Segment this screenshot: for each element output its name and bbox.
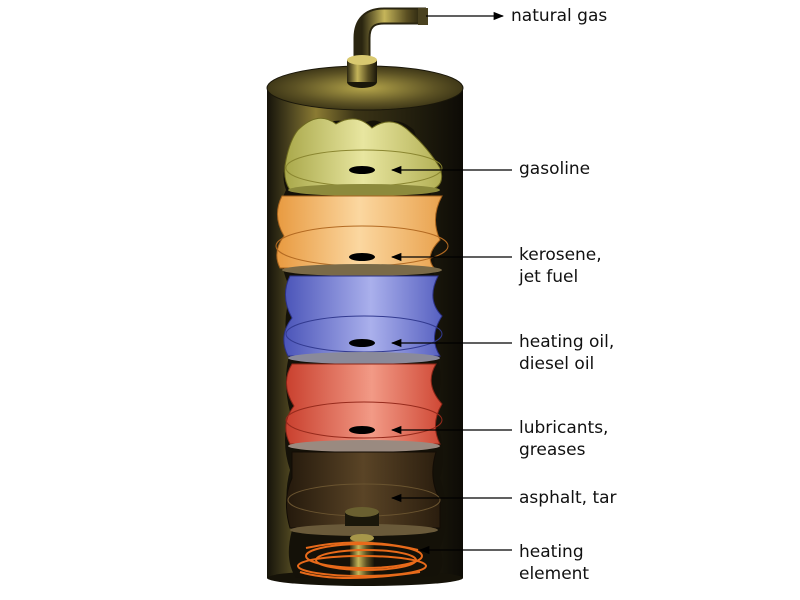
- asphalt-text: asphalt, tar: [519, 488, 617, 508]
- lubricants-text-line2: greases: [519, 440, 586, 460]
- heating-element-text-line2: element: [519, 564, 590, 584]
- asphalt-label: asphalt, tar: [519, 487, 617, 509]
- natural-gas-text: natural gas: [511, 6, 608, 26]
- lubricants-text-line1: lubricants,: [519, 418, 609, 438]
- kerosene-layer: [275, 195, 449, 276]
- lubricants-layer: [285, 363, 443, 452]
- kerosene-text-line1: kerosene,: [519, 245, 602, 265]
- heating-oil-label: heating oil, diesel oil: [519, 331, 614, 375]
- heating-oil-tray-outlet: [349, 339, 375, 347]
- gasoline-label: gasoline: [519, 158, 590, 180]
- heating-oil-text-line2: diesel oil: [519, 354, 595, 374]
- gasoline-layer: [284, 117, 443, 196]
- gasoline-tray-outlet: [349, 166, 375, 174]
- kerosene-text-line2: jet fuel: [519, 267, 579, 287]
- lubricants-label: lubricants, greases: [519, 417, 608, 461]
- heating-element-text-line1: heating: [519, 542, 584, 562]
- kerosene-tray-outlet: [349, 253, 375, 261]
- leader-lines: [390, 11, 512, 555]
- lubricants-tray-outlet: [349, 426, 375, 434]
- gas-outlet-pipe: [347, 7, 428, 88]
- gasoline-text: gasoline: [519, 159, 591, 179]
- kerosene-label: kerosene, jet fuel: [519, 244, 602, 288]
- natural-gas-label: natural gas: [511, 5, 607, 27]
- heating-coil: [297, 541, 427, 579]
- heating-oil-layer: [283, 275, 443, 364]
- heating-oil-text-line1: heating oil,: [519, 332, 615, 352]
- heating-element-label: heating element: [519, 541, 589, 585]
